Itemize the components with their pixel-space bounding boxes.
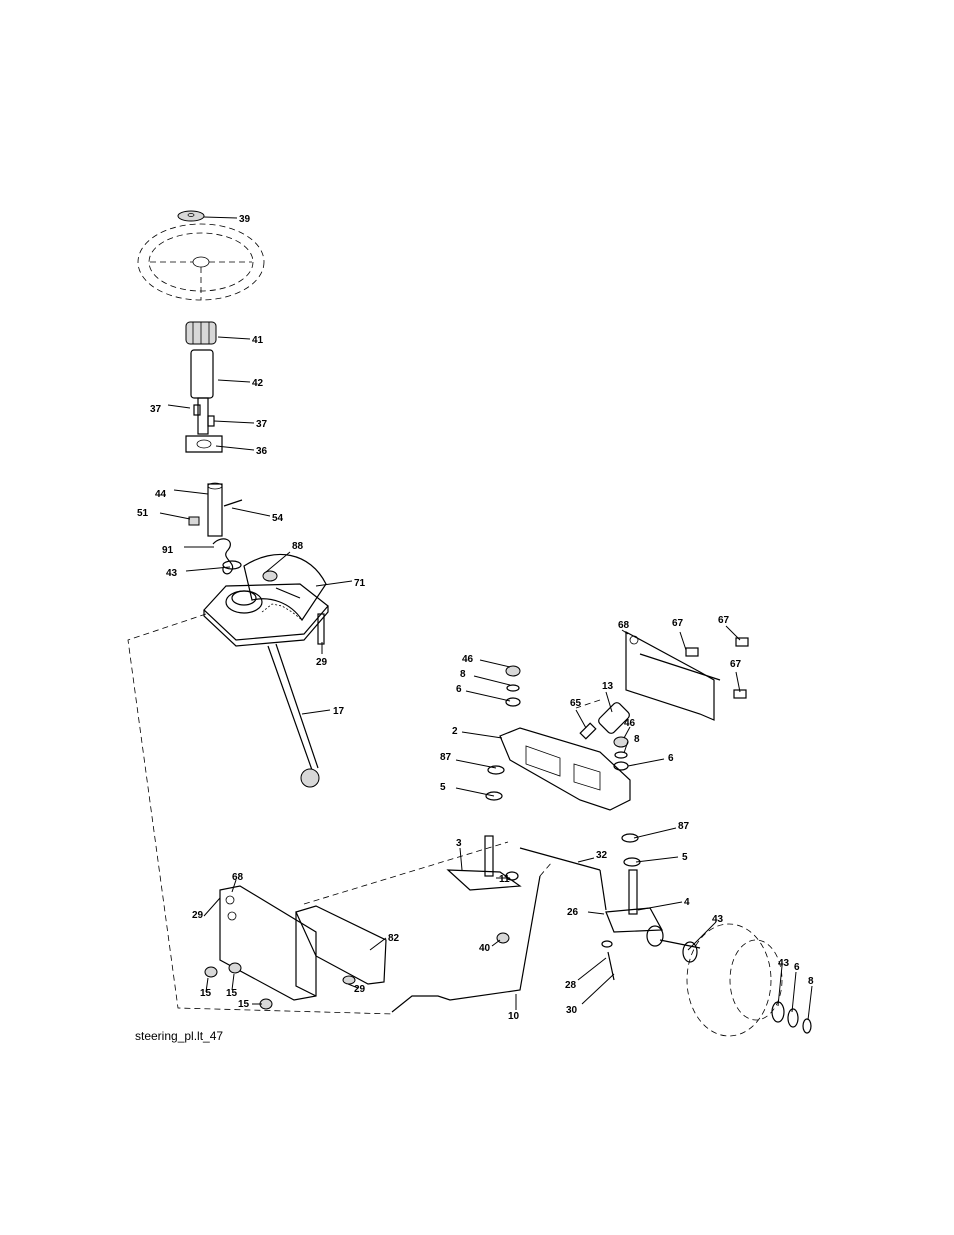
callout-leader-6 [792, 972, 796, 1012]
callout-label-43: 43 [778, 958, 790, 969]
callout-leader-54 [232, 508, 270, 516]
callout-leader-67 [736, 672, 740, 692]
callout-label-2: 2 [452, 726, 458, 737]
callout-label-68: 68 [232, 872, 244, 883]
callout-label-46: 46 [462, 654, 474, 665]
callout-leader-8 [808, 986, 812, 1020]
callout-label-4: 4 [684, 897, 690, 908]
callout-label-3: 3 [456, 838, 462, 849]
callout-leader-29 [204, 898, 220, 916]
callout-label-37: 37 [256, 419, 268, 430]
callout-leader-32 [578, 858, 594, 862]
callout-leader-67 [680, 632, 686, 650]
callout-leader-39 [204, 217, 237, 218]
callout-leader-37 [214, 421, 254, 423]
callout-label-8: 8 [808, 976, 814, 987]
callout-label-6: 6 [456, 684, 462, 695]
callout-label-82: 82 [388, 933, 400, 944]
callout-leader-87 [456, 760, 496, 768]
front-axle-assembly [448, 632, 811, 1036]
callout-label-28: 28 [565, 980, 577, 991]
callout-leader-44 [174, 490, 208, 494]
callout-leader-87 [634, 828, 676, 838]
callout-label-43: 43 [712, 914, 724, 925]
callout-label-29: 29 [192, 910, 204, 921]
steering-wheel-assembly [138, 211, 264, 452]
callout-label-71: 71 [354, 578, 366, 589]
callout-leader-37 [168, 405, 190, 408]
diagram-caption: steering_pl.lt_47 [135, 1029, 223, 1043]
callout-label-42: 42 [252, 378, 264, 389]
callout-label-37: 37 [150, 404, 162, 415]
callout-label-29: 29 [354, 984, 366, 995]
callout-label-26: 26 [567, 907, 579, 918]
callout-label-13: 13 [602, 681, 614, 692]
callout-leader-67 [726, 626, 740, 640]
callout-leader-42 [218, 380, 250, 382]
callout-leader-65 [576, 710, 586, 728]
callout-label-17: 17 [333, 706, 345, 717]
callout-label-5: 5 [440, 782, 446, 793]
callout-label-32: 32 [596, 850, 608, 861]
callout-leader-5 [636, 857, 678, 862]
callout-label-8: 8 [460, 669, 466, 680]
callout-leader-43 [688, 922, 716, 950]
callout-leader-17 [302, 710, 330, 714]
callout-label-67: 67 [672, 618, 684, 629]
callout-leader-82 [370, 938, 386, 950]
steering-gear-assembly [189, 483, 328, 787]
callout-label-5: 5 [682, 852, 688, 863]
callout-label-54: 54 [272, 513, 284, 524]
callout-label-87: 87 [678, 821, 690, 832]
callout-leader-26 [588, 912, 604, 914]
callout-label-8: 8 [634, 734, 640, 745]
callout-leader-51 [160, 513, 190, 519]
callout-leader-6 [628, 759, 664, 766]
callout-label-6: 6 [794, 962, 800, 973]
callout-label-65: 65 [570, 698, 582, 709]
callout-label-46: 46 [624, 718, 636, 729]
callout-leader-8 [474, 676, 510, 685]
assembly-reference-lines [128, 614, 600, 1014]
callout-leader-2 [462, 732, 502, 738]
callout-label-11: 11 [499, 874, 510, 885]
callout-label-15: 15 [226, 988, 238, 999]
callout-label-68: 68 [618, 620, 630, 631]
callout-label-30: 30 [566, 1005, 578, 1016]
callout-leader-43 [778, 966, 782, 1006]
callout-label-91: 91 [162, 545, 174, 556]
callout-leader-71 [316, 581, 352, 586]
callout-leader-5 [456, 788, 494, 796]
callout-label-51: 51 [137, 508, 149, 519]
callout-label-43: 43 [166, 568, 178, 579]
callout-leader-41 [218, 337, 250, 339]
callout-leader-46 [480, 660, 510, 667]
callout-label-10: 10 [508, 1011, 520, 1022]
callout-label-67: 67 [730, 659, 742, 670]
callout-label-39: 39 [239, 214, 251, 225]
callout-label-36: 36 [256, 446, 268, 457]
callout-label-44: 44 [155, 489, 167, 500]
callout-leader-28 [578, 958, 606, 980]
callout-leader-40 [492, 940, 500, 946]
callout-label-15: 15 [238, 999, 250, 1010]
callout-leader-4 [638, 902, 682, 910]
callout-label-67: 67 [718, 615, 730, 626]
callout-leader-30 [582, 974, 614, 1004]
callout-leader-3 [460, 848, 462, 870]
callout-leader-6 [466, 691, 510, 701]
callout-label-88: 88 [292, 541, 304, 552]
callout-label-40: 40 [479, 943, 491, 954]
callout-label-29: 29 [316, 657, 328, 668]
callout-label-15: 15 [200, 988, 212, 999]
callout-label-41: 41 [252, 335, 264, 346]
callout-label-87: 87 [440, 752, 452, 763]
callout-label-6: 6 [668, 753, 674, 764]
